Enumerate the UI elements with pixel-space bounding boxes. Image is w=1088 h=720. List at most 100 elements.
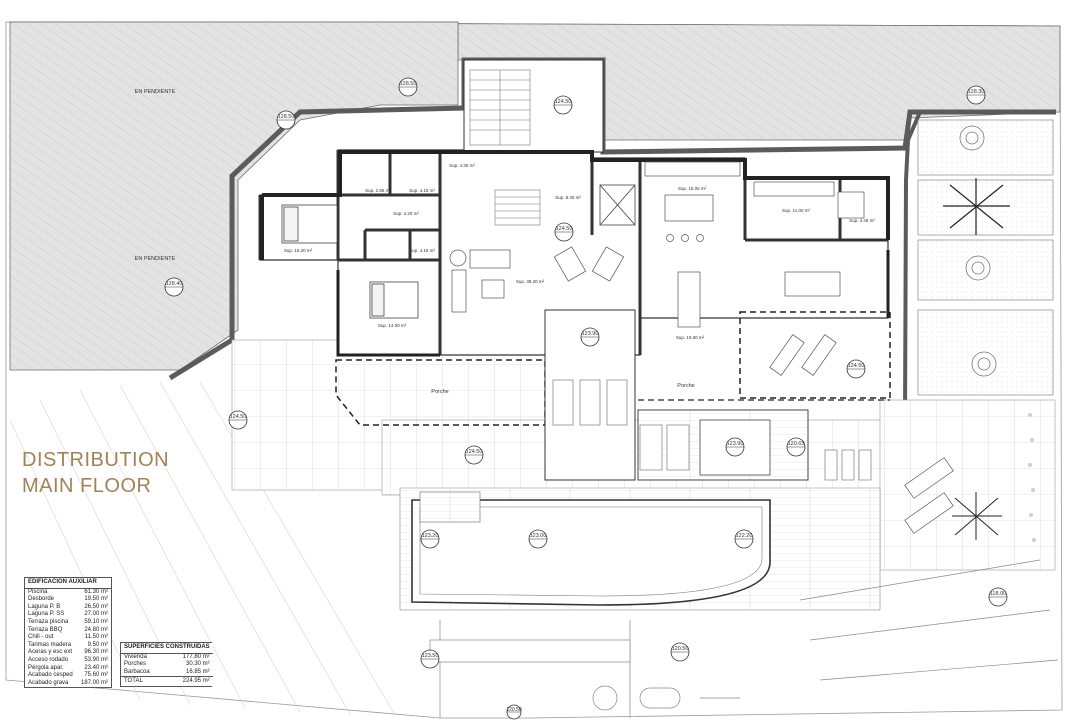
- table-row: Terraza BBQ 24.80 m²: [25, 627, 111, 635]
- sheet-title: DISTRIBUTION MAIN FLOOR: [22, 447, 192, 499]
- room-area: Sup. 19.60 m²: [676, 335, 705, 340]
- porch-label: Porche: [431, 389, 448, 395]
- bedroom2-wall: [336, 270, 440, 357]
- table-row: Pérgola apar. 23.40 m²: [25, 665, 111, 673]
- level-marker: 124.50: [846, 359, 866, 379]
- title-line-1: DISTRIBUTION: [22, 449, 170, 471]
- row-value: 9.50 m²: [87, 641, 108, 648]
- row-name: Terraza piscina: [28, 618, 69, 625]
- row-value: 23.40 m²: [84, 664, 108, 671]
- level-label: 124.50: [555, 99, 572, 105]
- table-row: Acabado cesped 75.60 m²: [25, 672, 111, 680]
- row-name: Laguna P. SS: [28, 611, 65, 618]
- row-value: 26.50 m²: [84, 603, 108, 610]
- level-marker: 124.50: [464, 445, 484, 465]
- level-label: 120.65: [788, 441, 805, 447]
- level-label: 124.50: [556, 226, 573, 232]
- row-name: Vivienda: [124, 653, 147, 660]
- east-hedge: [1028, 413, 1036, 542]
- row-name: Piscina: [28, 588, 48, 595]
- living-furniture: [449, 246, 625, 313]
- row-name: Barbacoa: [124, 668, 150, 675]
- table-row: Laguna P. B 26.50 m²: [25, 604, 111, 612]
- kitchen-furniture: [644, 161, 835, 328]
- level-marker: 123.90: [725, 437, 745, 457]
- level-label: 123.90: [582, 331, 599, 337]
- table-row: Aceras y esc ext 96.30 m²: [25, 649, 111, 657]
- row-value: 187.00 m²: [80, 679, 108, 686]
- room-area: Sup. 4.15 m²: [409, 248, 435, 253]
- row-name: Terraza BBQ: [28, 626, 63, 633]
- east-planters: [917, 119, 1054, 396]
- room-area: Sup. 38.20 m²: [516, 279, 545, 284]
- lift-shaft: [599, 184, 636, 226]
- bed-second: [369, 281, 419, 319]
- row-value: 224.95 m²: [165, 676, 213, 686]
- exterior-wall: [262, 150, 890, 240]
- level-label: 123.20: [422, 533, 439, 539]
- row-name: TOTAL: [121, 676, 166, 686]
- slope-label: EN PENDIENTE: [135, 89, 176, 95]
- row-value: 27.00 m²: [84, 611, 108, 618]
- level-marker: 120.65: [786, 437, 806, 457]
- room-area: Sup. 8.40 m²: [555, 195, 581, 200]
- row-value: 53.90 m²: [84, 656, 108, 663]
- row-name: Acabado grava: [28, 679, 69, 686]
- pool: [411, 499, 771, 606]
- level-label: 118.00: [990, 591, 1006, 597]
- room-area: Sup. 11.00 m²: [782, 208, 810, 213]
- level-label: 124.50: [848, 363, 865, 369]
- palm-tree: [952, 492, 1002, 540]
- level-marker: 123.00: [528, 529, 548, 549]
- row-name: Acabado cesped: [28, 672, 73, 679]
- retaining-wall-east: [903, 111, 922, 421]
- level-label: 128.50: [400, 81, 417, 87]
- level-label: 123.50: [422, 653, 439, 659]
- level-label: 122.20: [736, 533, 753, 539]
- level-marker: 122.20: [734, 529, 754, 549]
- row-name: Pérgola apar.: [28, 664, 64, 671]
- level-marker: 128.50: [276, 110, 296, 130]
- level-marker: 128.40: [164, 277, 184, 297]
- room-area: Sup. 15.05 m²: [678, 186, 707, 191]
- room-area: Sup. 4.30 m²: [449, 163, 475, 168]
- row-name: Aceras y esc ext: [28, 649, 73, 656]
- table-heading: SUPERFICIES CONSTRUIDAS: [121, 643, 213, 654]
- table-heading: EDIFICACION AUXILIAR: [25, 578, 111, 589]
- level-label: 128.50: [278, 114, 295, 120]
- row-name: Chill - out: [28, 634, 54, 641]
- table-row: Acabado grava 187.00 m²: [25, 680, 111, 688]
- pool-steps: [419, 491, 481, 523]
- row-name: Laguna P. B: [28, 603, 61, 610]
- row-value: 24.80 m²: [84, 626, 108, 633]
- level-marker: 120.50: [670, 642, 690, 662]
- row-value: 177.80 m²: [182, 653, 210, 660]
- room-area: Sup. 4.45 m²: [849, 218, 875, 223]
- porch-loungers: [769, 334, 837, 376]
- level-marker: 123.50: [420, 649, 440, 669]
- level-label: 124.50: [230, 414, 247, 420]
- row-value: 75.60 m²: [84, 672, 108, 679]
- row-value: 19.50 m²: [84, 596, 108, 603]
- built-surfaces-table: SUPERFICIES CONSTRUIDAS Vivienda 177.80 m…: [120, 642, 213, 687]
- room-area: Sup. 15.20 m²: [284, 248, 313, 253]
- porch-label: Porche: [677, 383, 694, 389]
- level-label: 128.40: [166, 281, 183, 287]
- row-name: Tarimas madera: [28, 641, 72, 648]
- level-marker: 123.90: [580, 327, 600, 347]
- palm-tree: [943, 178, 1010, 235]
- row-value: 96.30 m²: [84, 649, 108, 656]
- level-label: 120.50: [506, 707, 522, 713]
- level-marker: 124.50: [554, 222, 574, 242]
- level-marker: 118.00: [988, 587, 1008, 607]
